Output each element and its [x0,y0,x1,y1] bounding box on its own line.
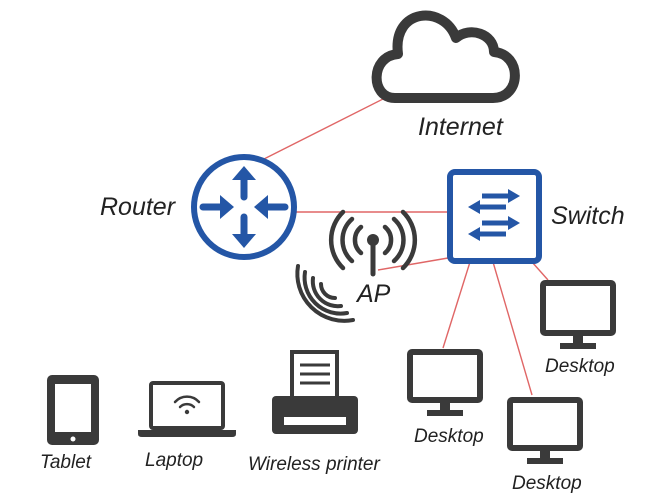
router-node: Router [100,154,297,260]
tablet-node: Tablet [40,375,99,473]
tablet-label: Tablet [40,452,92,473]
monitor-icon [540,280,616,349]
desktop-2-label: Desktop [414,426,484,447]
monitor-icon [407,349,483,416]
wifi-icon [173,395,201,415]
switch-label: Switch [551,202,625,230]
internet-label: Internet [418,113,504,141]
router-icon [191,154,297,260]
monitor-icon [507,397,583,464]
link-switch-ap [377,257,449,271]
link-switch-desktop-1 [531,261,549,281]
laptop-icon [138,381,236,437]
link-switch-desktop-2 [442,261,471,349]
ap-label: AP [355,280,391,308]
wifi-signal-icon [295,264,355,323]
internet-node: Internet [371,10,520,141]
desktop-2-node: Desktop [407,349,484,447]
laptop-node: Laptop [138,381,236,471]
wireless-access-point-icon [328,209,418,277]
cloud-icon [371,10,520,103]
router-label: Router [100,193,177,221]
desktop-1-label: Desktop [545,356,615,377]
printer-node: Wireless printer [248,350,380,475]
printer-label: Wireless printer [248,454,380,475]
switch-node: Switch [447,169,625,264]
link-router-internet [261,97,386,161]
tablet-icon [47,375,99,445]
laptop-label: Laptop [145,450,203,471]
switch-icon [447,169,542,264]
desktop-3-node: Desktop [507,397,583,494]
link-switch-desktop-3 [492,261,533,396]
links [261,97,549,396]
desktop-1-node: Desktop [540,280,616,377]
ap-node: AP [295,209,418,323]
desktop-3-label: Desktop [512,473,582,494]
printer-icon [272,350,358,434]
